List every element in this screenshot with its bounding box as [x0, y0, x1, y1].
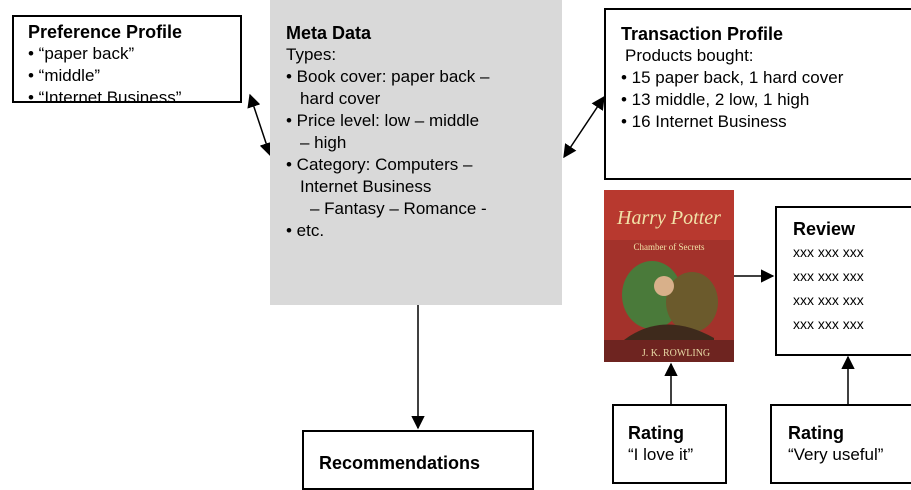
meta-data-subtitle: Types: — [286, 45, 337, 64]
preference-profile-title: Preference Profile — [28, 22, 183, 42]
transaction-profile-title: Transaction Profile — [621, 24, 784, 44]
review-text-line: xxx xxx xxx — [793, 292, 864, 308]
transaction-profile-subtitle: Products bought: — [625, 46, 754, 65]
meta-data-item: • Category: Computers – — [286, 155, 473, 174]
transaction-item: • 16 Internet Business — [621, 112, 787, 131]
meta-data-item: Internet Business — [300, 177, 432, 196]
book-cover-author: J. K. ROWLING — [642, 348, 710, 359]
book-cover-subtitle: Chamber of Secrets — [634, 242, 705, 252]
preference-item: • “paper back” — [28, 44, 135, 63]
meta-data-title: Meta Data — [286, 23, 372, 43]
preference-item: • “middle” — [28, 66, 101, 85]
rating-book-box: Rating “I love it” — [612, 404, 727, 484]
arrow-preference-meta — [247, 93, 273, 157]
preference-profile-box: Preference Profile • “paper back” • “mid… — [12, 15, 242, 107]
meta-data-item: • Book cover: paper back – — [286, 67, 490, 86]
transaction-item: • 13 middle, 2 low, 1 high — [621, 90, 810, 109]
meta-data-box: Meta Data Types: • Book cover: paper bac… — [270, 0, 562, 305]
review-title: Review — [793, 219, 856, 239]
rating-review-box: Rating “Very useful” — [770, 404, 911, 484]
transaction-item: • 15 paper back, 1 hard cover — [621, 68, 844, 87]
rating-review-title: Rating — [788, 423, 844, 443]
book-cover-title: Harry Potter — [616, 207, 721, 229]
connector-arrows — [247, 93, 855, 430]
rating-book-title: Rating — [628, 423, 684, 443]
meta-data-item: – high — [300, 133, 347, 152]
recommendations-box: Recommendations — [302, 430, 534, 490]
meta-data-item: hard cover — [300, 89, 381, 108]
arrow-meta-transaction — [563, 95, 605, 159]
review-box: Review xxx xxx xxx xxx xxx xxx xxx xxx x… — [775, 206, 911, 356]
review-text-line: xxx xxx xxx — [793, 316, 864, 332]
preference-item: • “Internet Business” — [28, 88, 182, 107]
transaction-profile-box: Transaction Profile Products bought: • 1… — [604, 8, 911, 180]
review-text-line: xxx xxx xxx — [793, 268, 864, 284]
review-text-line: xxx xxx xxx — [793, 244, 864, 260]
rating-book-text: “I love it” — [628, 445, 694, 464]
meta-data-item: • etc. — [286, 221, 325, 240]
meta-data-item: – Fantasy – Romance - — [310, 199, 487, 218]
book-cover-image: Harry Potter Chamber of Secrets J. K. RO… — [604, 190, 734, 362]
recommendations-title: Recommendations — [319, 453, 481, 473]
rating-review-text: “Very useful” — [788, 445, 884, 464]
meta-data-item: • Price level: low – middle — [286, 111, 480, 130]
